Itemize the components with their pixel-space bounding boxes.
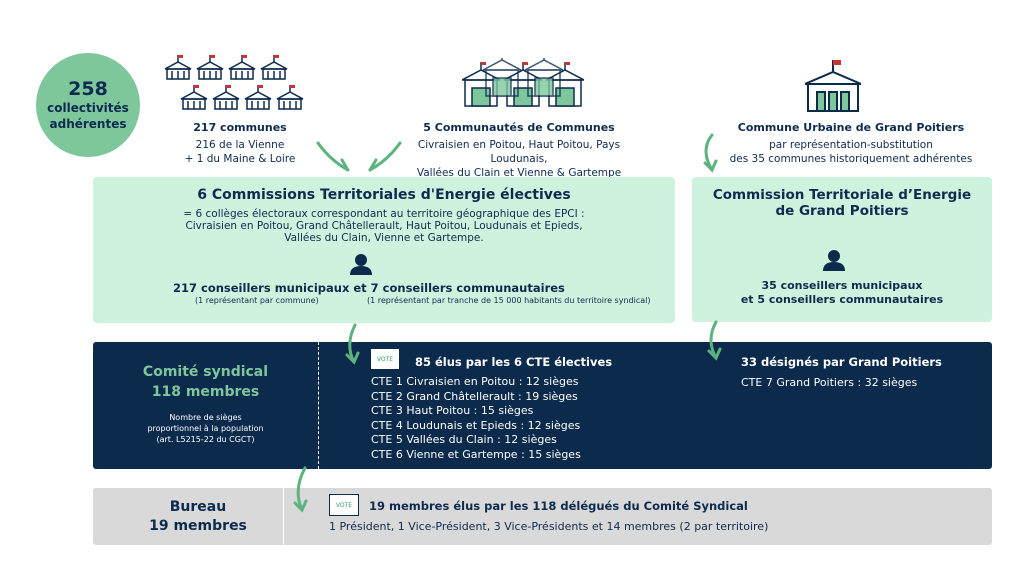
- comite-members: 118 membres: [151, 384, 260, 400]
- bureau-box: Bureau 19 membres VOTE 19 membres élus p…: [93, 488, 992, 545]
- cte6-counsellors: 217 conseillers municipaux et 7 conseill…: [173, 281, 565, 295]
- vote-label: VOTE: [335, 501, 353, 509]
- cdc-line: Civraisien en Poitou, Haut Poitou, Pays …: [417, 139, 621, 165]
- cu-block: Commune Urbaine de Grand Poitiers par re…: [706, 121, 996, 166]
- bureau-members: 19 membres: [149, 518, 247, 534]
- comite-note: proportionnel à la population: [147, 424, 264, 433]
- seat-item: CTE 2 Grand Châtellerault : 19 sièges: [371, 389, 578, 403]
- bureau-title: Bureau: [169, 499, 227, 515]
- communes-line: 216 de la Vienne: [195, 139, 285, 151]
- gp-seats: CTE 7 Grand Poitiers : 32 sièges: [741, 376, 918, 389]
- comite-syndical-box: Comité syndical 118 membres Nombre de si…: [93, 342, 992, 469]
- cu-line: par représentation-substitution: [769, 139, 933, 151]
- cdc-title: 5 Communautés de Communes: [423, 121, 615, 134]
- vote-label: VOTE: [376, 355, 394, 363]
- seat-item: CTE 1 Civraisien en Poitou : 12 sièges: [371, 375, 579, 388]
- seat-item: CTE 3 Haut Poitou : 15 sièges: [371, 404, 534, 418]
- communes-line: + 1 du Maine & Loire: [184, 153, 296, 165]
- cte6-note: (1 représentant par commune): [195, 296, 319, 305]
- total-members-badge: 258 collectivités adhérentes: [36, 53, 140, 157]
- cte6-line: Vallées du Clain, Vienne et Gartempe.: [284, 232, 484, 244]
- comite-note: Nombre de sièges: [169, 413, 242, 422]
- seat-item: CTE 5 Vallées du Clain : 12 sièges: [371, 433, 557, 447]
- elected-title: 85 élus par les 6 CTE électives: [415, 355, 613, 369]
- seats-list: CTE 1 Civraisien en Poitou : 12 sièges C…: [371, 375, 581, 463]
- cte-grand-poitiers-box: Commission Territoriale d’Energie de Gra…: [692, 177, 992, 322]
- comite-title: Comité syndical: [142, 364, 269, 380]
- cte7-title: Commission Territoriale d’Energie: [712, 187, 972, 203]
- person-icon: [823, 250, 845, 271]
- ballot-box-icon: VOTE: [370, 348, 400, 370]
- ballot-box-icon: VOTE: [329, 494, 359, 516]
- cte6-title: 6 Commissions Territoriales d'Energie él…: [197, 187, 571, 203]
- cte-electives-box: 6 Commissions Territoriales d'Energie él…: [93, 177, 675, 323]
- bureau-elected-title: 19 membres élus par les 118 délégués du …: [369, 499, 748, 513]
- communes-title: 217 communes: [193, 121, 287, 134]
- person-icon: [350, 254, 372, 275]
- communes-block: 217 communes 216 de la Vienne + 1 du Mai…: [160, 121, 320, 166]
- total-number: 258: [68, 78, 108, 100]
- seat-item: CTE 4 Loudunais et Epieds : 12 sièges: [371, 418, 581, 432]
- comite-note: (art. L5215-22 du CGCT): [156, 435, 255, 444]
- arrow-icon: [316, 141, 350, 172]
- cte7-line: 35 conseillers municipaux: [761, 279, 923, 292]
- communities-icon: [462, 58, 584, 107]
- city-hall-icon: [805, 60, 861, 112]
- cu-line: des 35 communes historiquement adhérente…: [729, 153, 973, 165]
- cte7-title: de Grand Poitiers: [775, 203, 909, 219]
- total-label-2: adhérentes: [49, 117, 127, 131]
- bureau-detail: 1 Président, 1 Vice-Président, 3 Vice-Pr…: [329, 520, 769, 533]
- gp-title: 33 désignés par Grand Poitiers: [741, 355, 942, 369]
- cte6-note: (1 représentant par tranche de 15 000 ha…: [367, 296, 651, 305]
- cte6-line: Civraisien en Poitou, Grand Châtelleraul…: [185, 220, 583, 232]
- total-label: collectivités: [47, 101, 129, 115]
- cdc-line: Vallées du Clain et Vienne & Gartempe: [416, 167, 622, 179]
- town-halls-icon: [165, 55, 304, 110]
- cdc-block: 5 Communautés de Communes Civraisien en …: [388, 121, 650, 180]
- cu-title: Commune Urbaine de Grand Poitiers: [737, 121, 965, 134]
- cte7-line: et 5 conseillers communautaires: [740, 293, 944, 306]
- seat-item: CTE 6 Vienne et Gartempe : 15 sièges: [371, 447, 581, 461]
- cte6-line: = 6 collèges électoraux correspondant au…: [183, 208, 585, 220]
